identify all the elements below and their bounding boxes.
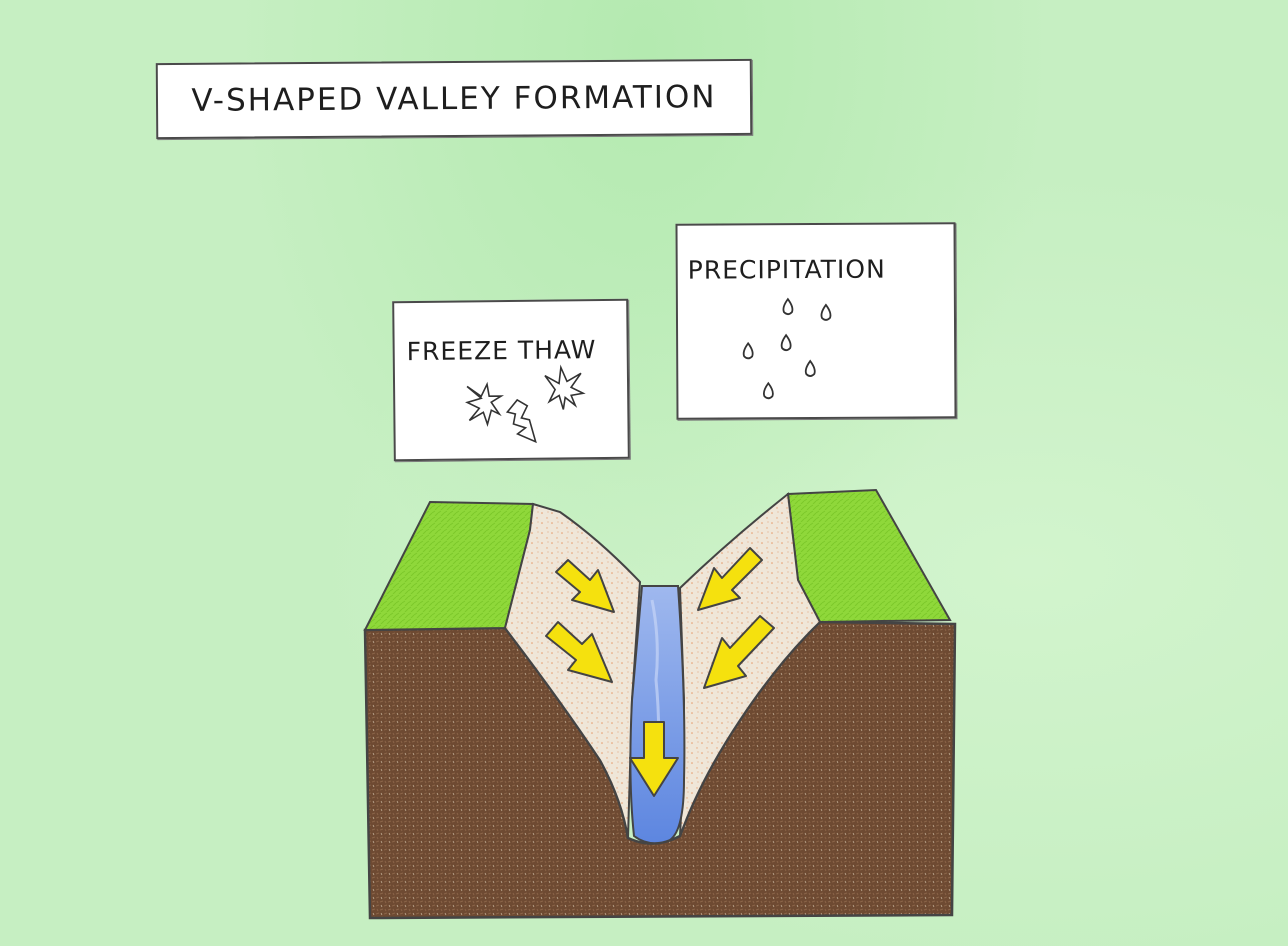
down-arrow-icon <box>505 398 537 444</box>
freeze-thaw-icons <box>465 364 586 444</box>
ice-crack-star-icon <box>465 381 505 427</box>
raindrop-icon <box>780 333 792 352</box>
raindrop-icon <box>762 381 774 400</box>
arrow-icon <box>703 615 775 689</box>
mass-movement-arrows <box>545 547 775 797</box>
raindrop-icons <box>742 297 832 400</box>
raindrop-icon-group <box>742 297 832 400</box>
arrow-icon <box>545 621 613 683</box>
arrow-icon <box>697 547 763 611</box>
grass-top-right <box>786 488 952 624</box>
raindrop-icon <box>804 359 816 377</box>
raindrop-icon <box>820 303 832 321</box>
raindrop-icon <box>782 297 794 316</box>
freeze-thaw-box: FREEZE THAW <box>392 298 630 462</box>
raindrop-icon <box>742 341 754 360</box>
precipitation-box: PRECIPITATION <box>675 222 957 420</box>
ice-crack-star-icon <box>544 364 586 410</box>
arrow-icon <box>555 559 615 613</box>
arrow-icon <box>629 721 679 797</box>
grass-top-left <box>363 500 535 632</box>
